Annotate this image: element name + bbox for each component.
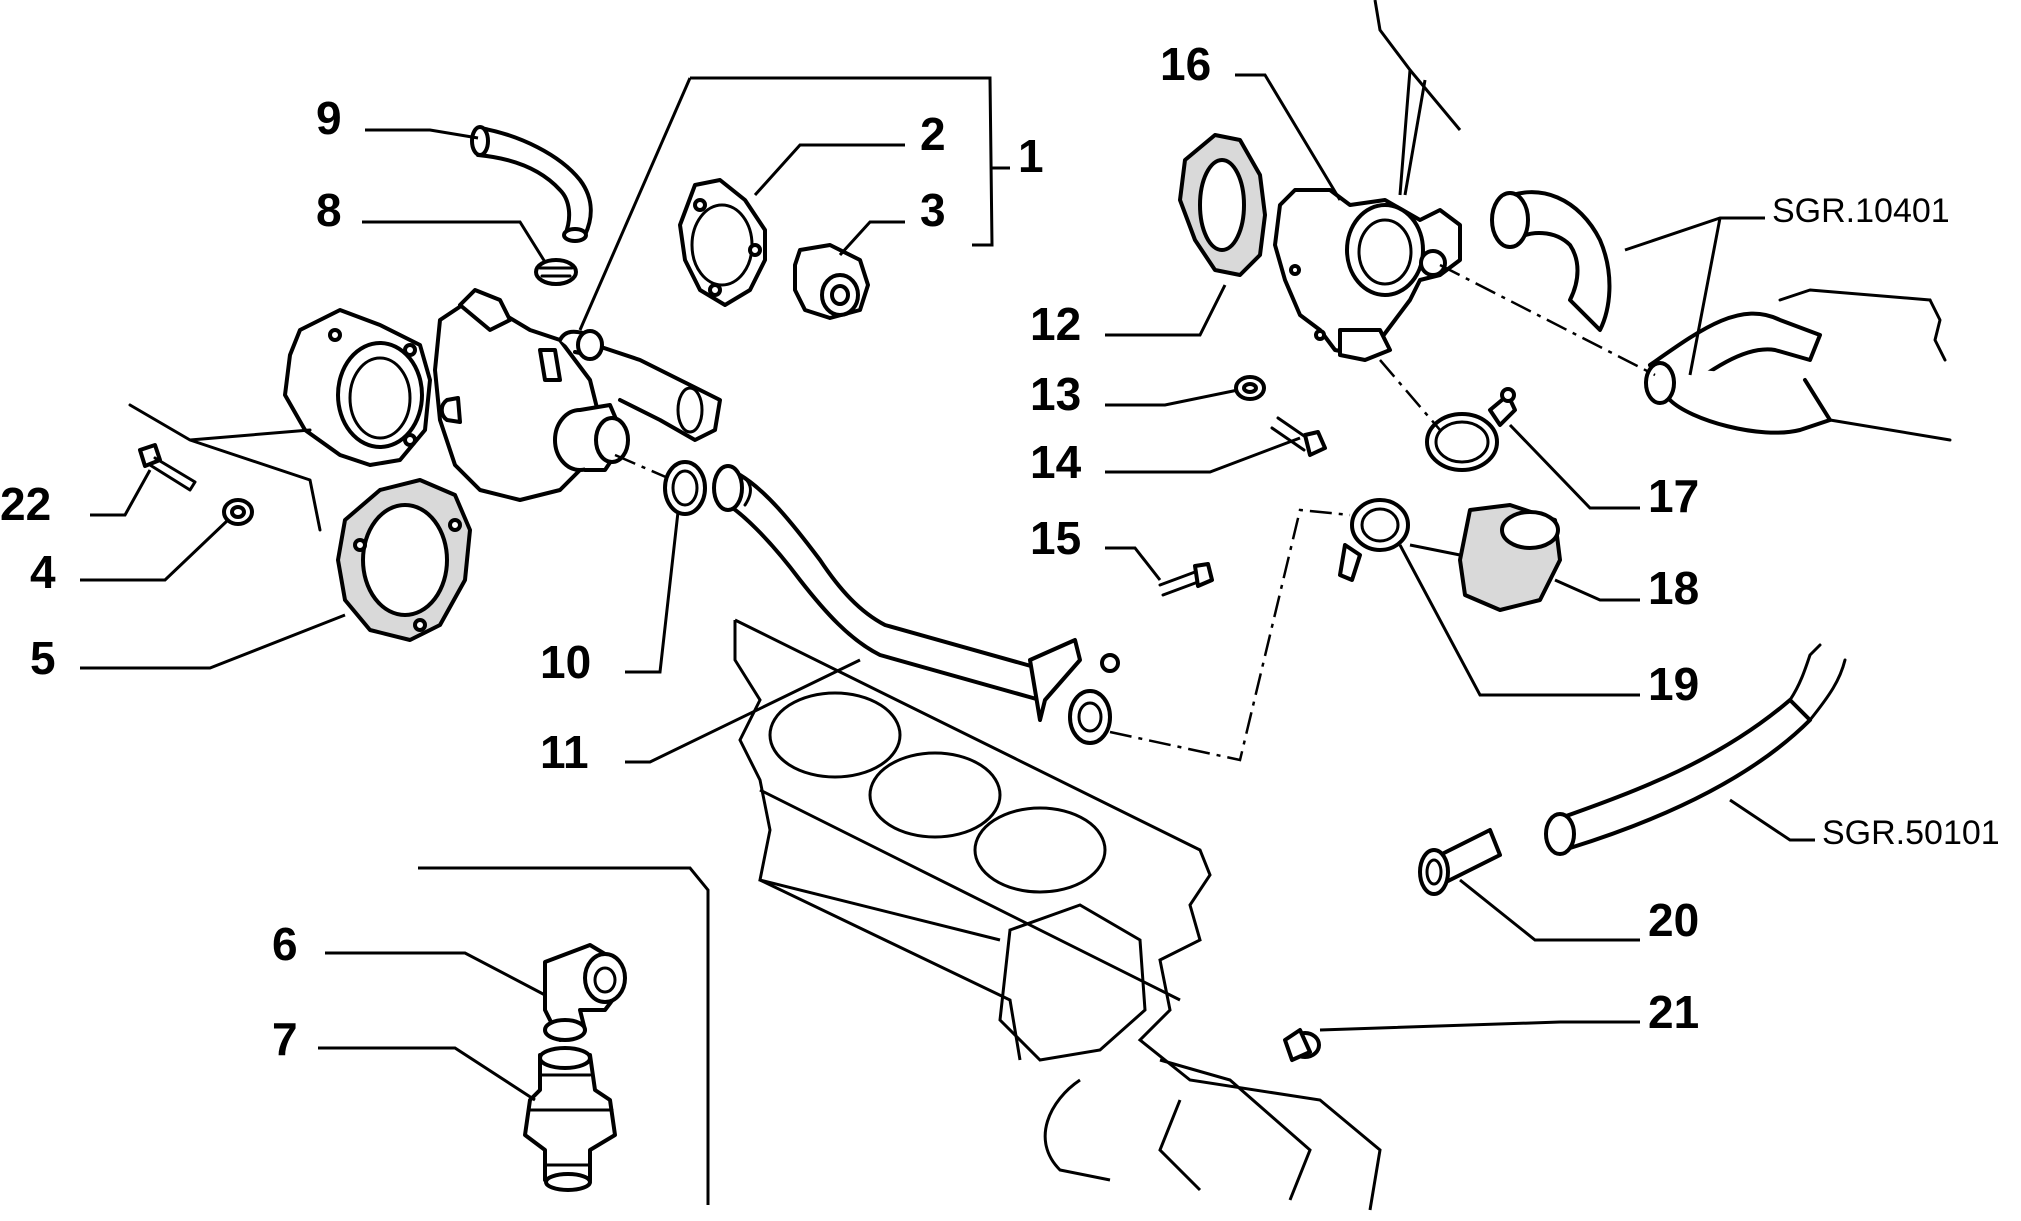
callout-12: 12 xyxy=(1030,298,1081,350)
water-pump-housing xyxy=(283,288,722,502)
callout-20: 20 xyxy=(1648,894,1699,946)
upper-hose xyxy=(1490,190,1952,442)
callout-19: 19 xyxy=(1648,658,1699,710)
callout-labels: 1 2 3 4 5 6 7 8 9 10 11 12 13 14 15 16 1… xyxy=(0,38,2000,1065)
assembly-line-thermostat-hose xyxy=(1439,263,1656,377)
callout-1: 1 xyxy=(1018,130,1044,182)
callout-16: 16 xyxy=(1160,38,1211,90)
part-3-bush xyxy=(793,243,870,320)
part-21-plug xyxy=(1283,1028,1321,1062)
assembly-line-thermostat-clamp xyxy=(1379,359,1441,431)
part-18-sleeve xyxy=(1458,503,1562,612)
callout-14: 14 xyxy=(1030,436,1082,488)
callout-18: 18 xyxy=(1648,562,1699,614)
part-15-bolt xyxy=(1158,562,1214,597)
callout-22: 22 xyxy=(0,478,51,530)
part-14-bolt xyxy=(1270,416,1327,457)
callout-3: 3 xyxy=(920,184,946,236)
part-6-elbow xyxy=(543,943,627,1042)
callout-13: 13 xyxy=(1030,368,1081,420)
reference-lower-hose: SGR.50101 xyxy=(1822,814,2000,852)
callout-4: 4 xyxy=(30,546,56,598)
callout-11: 11 xyxy=(540,726,589,778)
part-22-bolt xyxy=(138,443,197,492)
housing-mount-line xyxy=(128,403,322,532)
callout-2: 2 xyxy=(920,108,946,160)
inset-frame-6-7 xyxy=(418,866,710,1205)
leader-lines xyxy=(80,0,1815,1102)
lower-hose xyxy=(1544,643,1847,856)
callout-17: 17 xyxy=(1648,470,1699,522)
engine-block-outline xyxy=(733,618,1382,1211)
callout-9: 9 xyxy=(316,92,342,144)
callout-5: 5 xyxy=(30,632,56,684)
part-8-clamp xyxy=(534,258,578,286)
part-12-gasket xyxy=(1178,133,1267,277)
callout-15: 15 xyxy=(1030,512,1081,564)
part-5-gasket xyxy=(336,478,472,642)
part-9-elbow-hose xyxy=(470,125,593,243)
callout-7: 7 xyxy=(272,1013,298,1065)
part-10-o-ring xyxy=(663,460,707,516)
callout-6: 6 xyxy=(272,918,298,970)
part-17-clamp xyxy=(1425,387,1517,472)
assembly-line-pump-ring xyxy=(614,453,669,480)
callout-8: 8 xyxy=(316,184,342,236)
part-2-gasket xyxy=(678,178,767,307)
part-11-pipe xyxy=(712,464,1120,745)
callout-10: 10 xyxy=(540,636,591,688)
callout-21: 21 xyxy=(1648,986,1699,1038)
part-13-washer xyxy=(1234,375,1266,401)
part-4-washer xyxy=(222,498,254,526)
part-7-connector xyxy=(523,1046,617,1192)
part-19-clamp xyxy=(1338,498,1410,582)
part-16-thermostat-housing xyxy=(1273,188,1462,362)
reference-upper-hose: SGR.10401 xyxy=(1772,192,1950,230)
part-20-hose-connector xyxy=(1418,828,1502,896)
assembly-line-pipe-clamp xyxy=(1109,508,1351,762)
